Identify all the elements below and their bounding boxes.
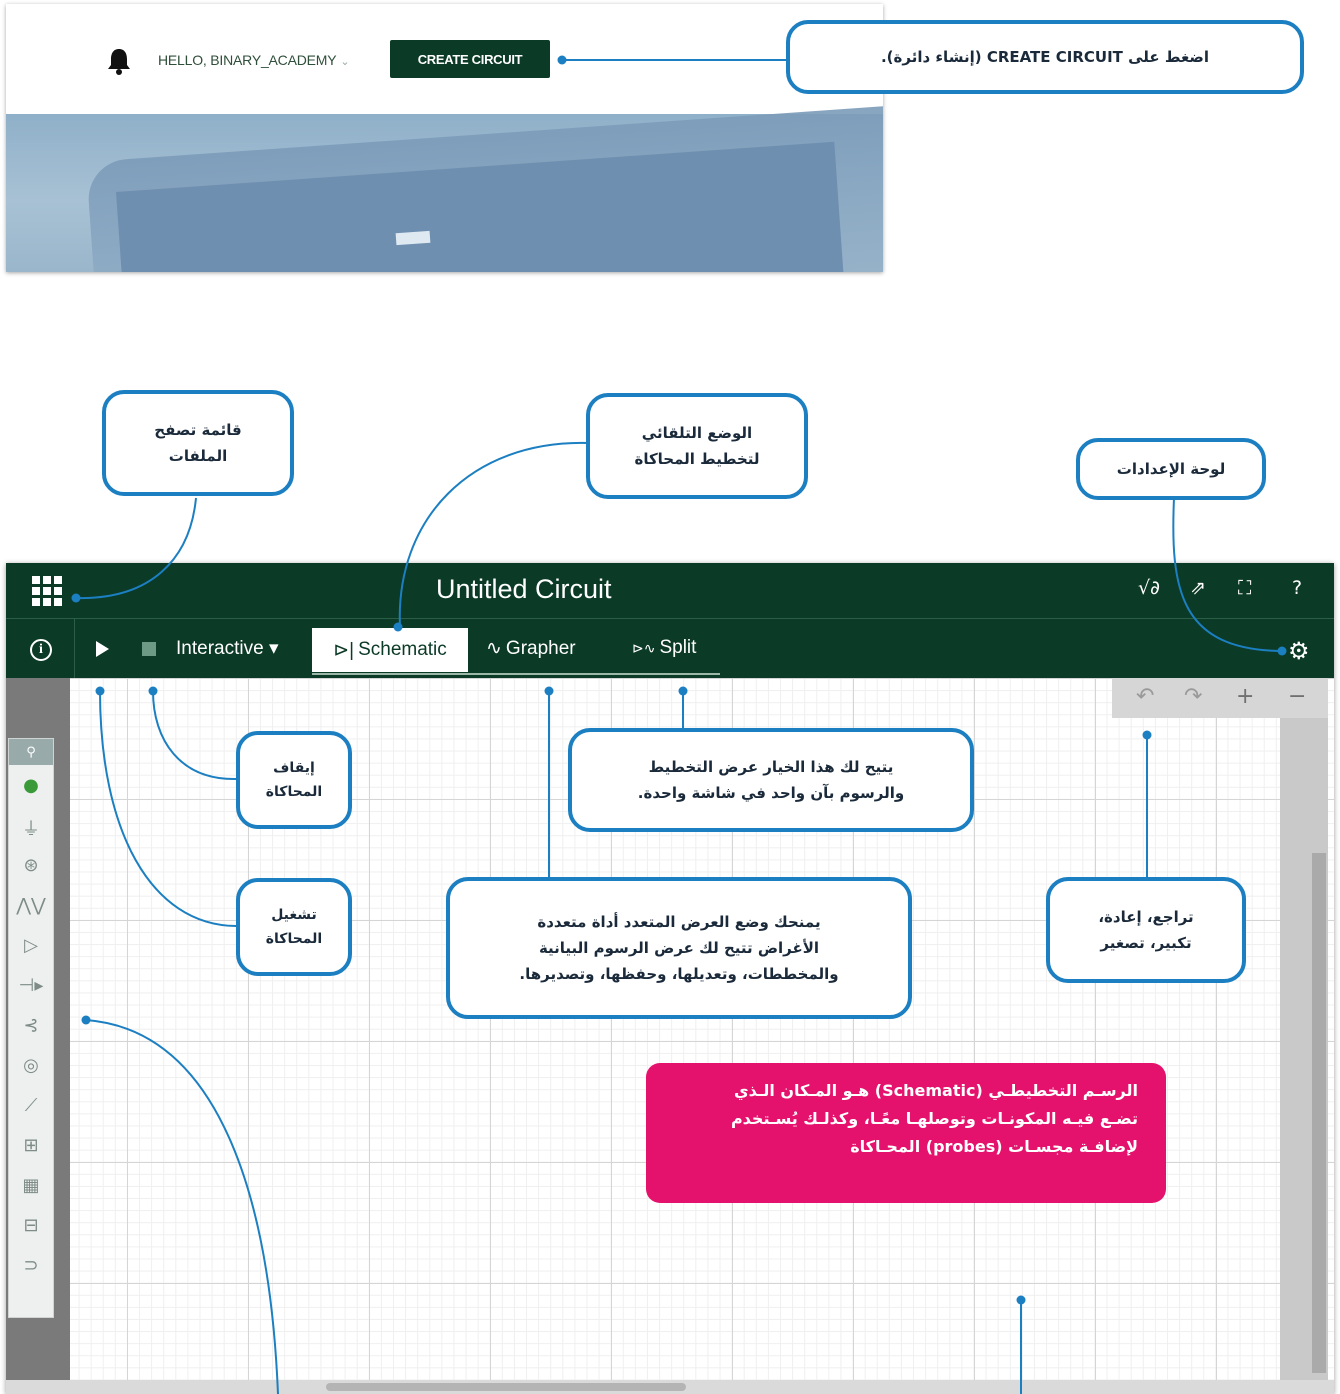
mode-label: Interactive [176,638,264,659]
stop-icon[interactable] [142,642,156,656]
connector-dot [1016,1295,1026,1305]
tab-label: Split [659,637,697,658]
title-bar: Untitled Circuit √∂ ⇗ ⛶ ? [6,563,1334,618]
callout-text: لوحة الإعدادات [1116,459,1226,478]
vertical-scrollbar[interactable] [1312,853,1326,1373]
laptop-field [395,230,431,246]
callout-line: تراجع، إعادة، [1098,907,1194,926]
callout-line: المحاكاة [265,784,323,800]
voltage-probe-icon[interactable]: ● [23,775,39,796]
tab-schematic[interactable]: ⊳|Schematic [312,628,468,672]
greeting-text: HELLO, BINARY_ACADEMY [158,52,337,68]
opamp-icon[interactable]: ▷ [24,935,38,956]
hero-image [6,104,883,272]
connector-dot [678,686,688,696]
connector-dot [95,686,105,696]
site-header: HELLO, BINARY_ACADEMY⌄ CREATE CIRCUIT [6,4,883,114]
callout-line: لتخطيط المحاكاة [634,450,760,468]
lamp-icon[interactable]: ◎ [23,1055,39,1076]
callout-auto-mode: الوضع التلقائي لتخطيط المحاكاة [586,393,808,499]
tab-label: Grapher [505,638,576,659]
callout-line: الوضع التلقائي [641,423,753,442]
bell-icon[interactable] [106,46,132,76]
info-line: تضـع فيـه المكونـات وتوصلهـا معًـا، وكذل… [730,1109,1138,1128]
callout-line: الملفات [168,447,228,465]
transistor-icon[interactable]: ⊰ [23,1015,39,1036]
website-screenshot: HELLO, BINARY_ACADEMY⌄ CREATE CIRCUIT [6,4,883,272]
callout-file-menu: قائمة تصفح الملفات [102,390,294,496]
callout-line: تكبير، تصغير [1100,934,1192,952]
component-sidebar: ⚲ ● ⏚ ⊛ ⋀⋁ ▷ ⊣▸ ⊰ ◎ ⟋ ⊞ ▦ ⊟ ⊃ [6,678,70,1394]
ground-icon[interactable]: ⏚ [22,819,40,840]
switch-icon[interactable]: ⟋ [24,1095,38,1116]
connector-dot [393,622,403,632]
callout-line: تشغيل [271,906,317,923]
and-gate-icon[interactable]: ⊃ [23,1255,39,1276]
wave-icon: ∿ [486,638,502,659]
callout-line: يمنحك وضع العرض المتعدد أداة متعددة [537,912,821,931]
callout-line: الأغراض تتيح لك عرض الرسوم البيانية [538,938,820,957]
math-icon[interactable]: √∂ [1138,577,1160,599]
split-icon: ⊳∿ [632,640,656,656]
mode-select[interactable]: Interactive ▾ [176,637,278,660]
info-icon[interactable]: i [30,639,52,661]
popout-icon[interactable]: ⇗ [1190,577,1206,599]
caret-down-icon: ▾ [268,638,279,659]
help-icon[interactable]: ? [1292,577,1303,599]
info-line: لإضافـة مجسـات (probes) المحـاكاة [850,1137,1138,1156]
play-icon[interactable] [96,641,109,657]
callout-run-simulation: تشغيل المحاكاة [236,878,352,976]
tab-grapher[interactable]: ∿Grapher [486,637,576,660]
callout-text: اضغط على CREATE CIRCUIT (إنشاء دائرة). [880,47,1210,66]
horizontal-scrollbar[interactable] [326,1383,686,1391]
connector-dot [557,55,567,65]
callout-stop-simulation: إيقاف المحاكاة [236,731,352,829]
callout-line: قائمة تصفح [154,420,242,439]
connector-dot [544,686,554,696]
callout-create-circuit: اضغط على CREATE CIRCUIT (إنشاء دائرة). [786,20,1304,94]
callout-line: يتيح لك هذا الخيار عرض التخطيط [648,757,894,776]
divider [74,619,75,679]
tab-underline [312,673,720,675]
zoom-out-icon[interactable]: − [1288,684,1307,709]
zoom-controls: ↶ ↷ + − [1112,678,1328,718]
fullscreen-icon[interactable]: ⛶ [1238,577,1252,599]
schematic-info-box: الرسـم التخطيطـي (Schematic) هـو المـكان… [646,1063,1166,1203]
connector-dot [71,593,81,603]
diode-icon[interactable]: ⊣▸ [18,975,44,996]
callout-line: إيقاف [273,759,315,776]
schematic-icon: ⊳| [333,639,355,661]
gear-icon[interactable]: ⚙ [1288,637,1310,665]
redo-icon[interactable]: ↷ [1184,684,1203,709]
callout-settings: لوحة الإعدادات [1076,438,1266,500]
callout-grapher-mode: يمنحك وضع العرض المتعدد أداة متعددة الأغر… [446,877,912,1019]
timer-icon[interactable]: ⊞ [23,1135,39,1156]
logic-block-icon[interactable]: ⊟ [23,1215,39,1236]
ac-source-icon[interactable]: ⊛ [23,855,39,876]
chip-icon[interactable]: ▦ [22,1175,40,1196]
connector-dot [1142,730,1152,740]
toolbar: i Interactive ▾ ⊳|Schematic ∿Grapher ⊳∿S… [6,618,1334,679]
tab-label: Schematic [358,639,447,660]
callout-line: والرسوم بآن واحد في شاشة واحدة. [637,784,905,802]
connector-dot [148,686,158,696]
component-palette: ⚲ ● ⏚ ⊛ ⋀⋁ ▷ ⊣▸ ⊰ ◎ ⟋ ⊞ ▦ ⊟ ⊃ [8,738,54,1318]
resistor-icon[interactable]: ⋀⋁ [16,895,46,916]
search-icon[interactable]: ⚲ [9,739,53,765]
user-menu[interactable]: HELLO, BINARY_ACADEMY⌄ [158,52,350,68]
chevron-down-icon: ⌄ [340,56,350,68]
callout-line: المحاكاة [265,931,323,947]
callout-split-mode: يتيح لك هذا الخيار عرض التخطيط والرسوم بآ… [568,728,974,832]
connector-dot [1277,646,1287,656]
apps-grid-icon[interactable] [32,576,62,606]
create-circuit-button[interactable]: CREATE CIRCUIT [390,40,550,78]
callout-line: والمخططات، وتعديلها، وحفظها، وتصديرها. [519,965,839,984]
connector-dot [81,1015,91,1025]
circuit-title[interactable]: Untitled Circuit [436,574,612,604]
undo-icon[interactable]: ↶ [1136,684,1155,709]
callout-undo-redo-zoom: تراجع، إعادة، تكبير، تصغير [1046,877,1246,983]
tab-split[interactable]: ⊳∿Split [632,637,696,659]
zoom-in-icon[interactable]: + [1236,684,1255,709]
info-line: الرسـم التخطيطـي (Schematic) هـو المـكان… [733,1081,1138,1100]
